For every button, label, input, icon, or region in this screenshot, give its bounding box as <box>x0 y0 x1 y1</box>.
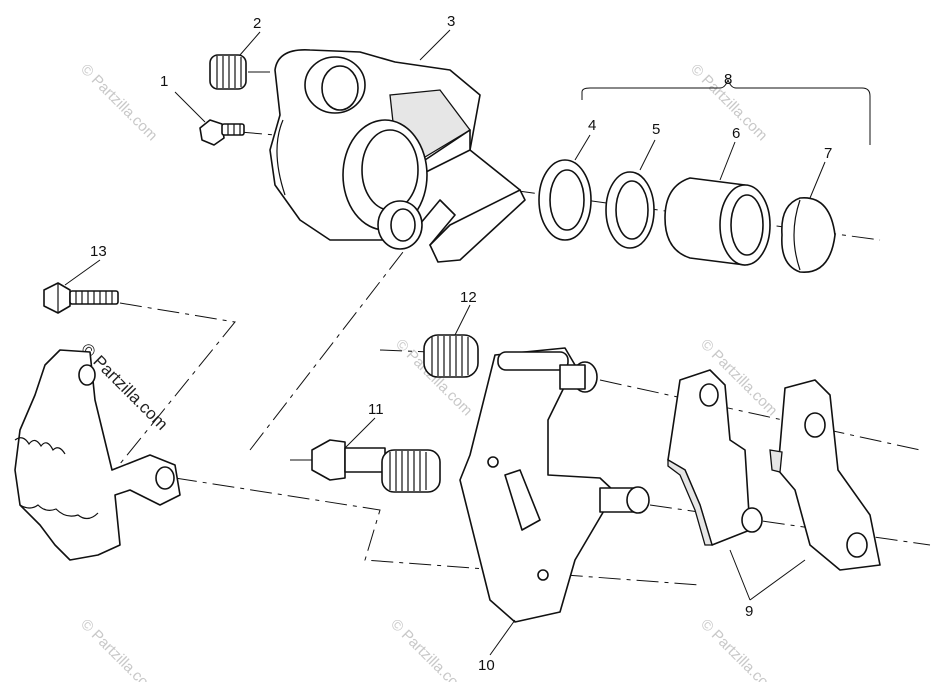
part-3-caliper-body <box>269 49 526 263</box>
part-4-seal <box>538 159 592 241</box>
callout-2: 2 <box>253 15 261 32</box>
callout-5: 5 <box>652 121 660 138</box>
part-13-bolt <box>43 282 119 314</box>
leader-lines <box>64 29 826 656</box>
callout-1: 1 <box>160 73 168 90</box>
watermark: © Partzilla.com <box>697 616 780 682</box>
callout-12: 12 <box>460 289 477 306</box>
callout-11: 11 <box>368 401 384 418</box>
watermark: © Partzilla.com <box>387 616 470 682</box>
part-9-brake-pad-inner <box>769 379 881 571</box>
part-9-brake-pad-outer <box>667 369 763 546</box>
part-10-mounting-bracket <box>459 347 650 623</box>
callout-6: 6 <box>732 125 740 142</box>
callout-4: 4 <box>588 117 596 134</box>
callout-labels: 1 2 3 4 5 6 7 8 9 10 11 12 13 <box>90 13 832 674</box>
part-6-piston <box>664 177 771 266</box>
part-11-pin <box>311 439 441 493</box>
callout-9: 9 <box>745 603 753 620</box>
callout-8: 8 <box>724 71 732 88</box>
part-8-kit-bracket <box>581 78 871 145</box>
callout-3: 3 <box>447 13 455 30</box>
watermark: © Partzilla.com <box>77 61 160 144</box>
part-5-seal <box>605 171 655 249</box>
part-7-cap <box>781 197 836 273</box>
callout-7: 7 <box>824 145 832 162</box>
part-2-plug <box>209 54 247 90</box>
knuckle-bracket <box>14 349 181 561</box>
callout-10: 10 <box>478 657 495 674</box>
watermark: © Partzilla.com <box>77 616 160 682</box>
part-1-bleed-screw <box>199 119 245 146</box>
callout-13: 13 <box>90 243 107 260</box>
part-12-sleeve <box>423 334 479 378</box>
